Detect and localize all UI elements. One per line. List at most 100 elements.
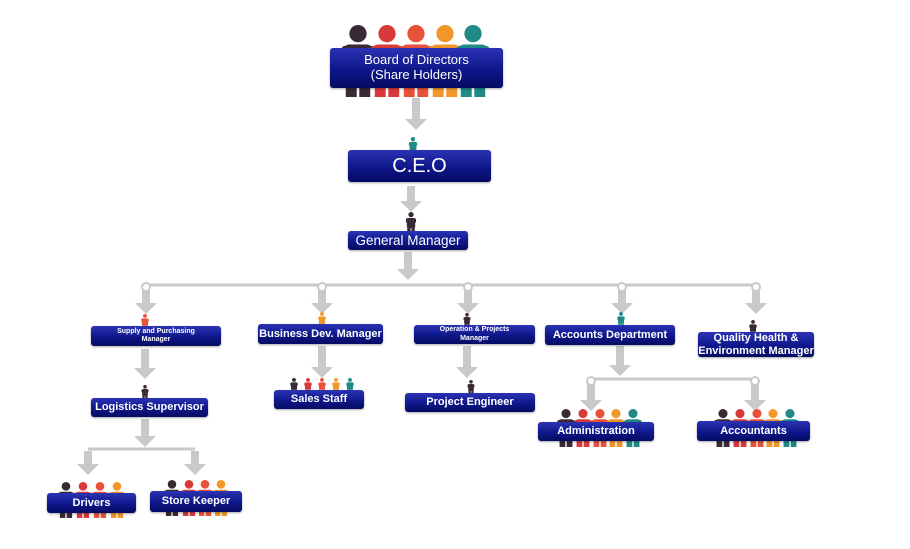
person-leg-icon: [626, 436, 633, 447]
person-head-icon: [465, 313, 469, 317]
person-head-icon: [785, 409, 795, 419]
person-head-icon: [292, 378, 296, 382]
node-sales-staff: Sales Staff: [274, 390, 364, 409]
person-head-icon: [768, 409, 778, 419]
person-leg-icon: [723, 436, 730, 447]
person-leg-icon: [773, 436, 780, 447]
node-label: Board of Directors (Share Holders): [364, 52, 469, 82]
person-head-icon: [112, 482, 122, 491]
arrow-down-icon: [580, 400, 602, 411]
person-leg-icon: [733, 436, 740, 447]
person-leg-icon: [59, 508, 66, 518]
arrow-down-icon: [134, 436, 156, 447]
person-head-icon: [320, 312, 324, 316]
node-general-manager: General Manager: [348, 231, 468, 250]
node-label: Accounts Department: [552, 328, 668, 341]
node-drivers: Drivers: [47, 493, 136, 513]
node-label: Supply and Purchasing Manager: [117, 327, 195, 343]
node-project-engineer: Project Engineer: [405, 393, 535, 412]
person-leg-icon: [559, 436, 566, 447]
arrow-down-icon: [457, 303, 479, 314]
person-leg-icon: [576, 436, 583, 447]
person-leg-icon: [83, 508, 90, 518]
person-head-icon: [167, 480, 177, 489]
node-label: Drivers: [72, 496, 111, 509]
arrow-shaft: [141, 349, 149, 368]
node-label: Administration: [557, 425, 635, 438]
arrow-shaft: [318, 290, 326, 303]
person-head-icon: [143, 385, 147, 389]
person-head-icon: [200, 480, 210, 489]
person-head-icon: [752, 409, 762, 419]
node-label: Store Keeper: [161, 495, 231, 508]
node-supply-purchasing-manager: Supply and Purchasing Manager: [91, 326, 221, 346]
person-head-icon: [348, 378, 352, 382]
person-shoulders-icon: [467, 384, 475, 388]
person-leg-icon: [100, 508, 107, 518]
person-leg-icon: [583, 436, 590, 447]
person-shoulders-icon: [405, 218, 417, 223]
node-quality-health-environment-manager: Quality Health & Environment Manager: [698, 332, 814, 357]
person-leg-icon: [757, 436, 764, 447]
person-head-icon: [407, 25, 425, 43]
person-shoulders-icon: [318, 382, 326, 386]
arrow-shaft: [141, 419, 149, 436]
node-operation-projects-manager: Operation & Projects Manager: [414, 325, 535, 344]
arrow-shaft: [616, 346, 624, 365]
arrow-shaft: [407, 186, 415, 201]
node-label: Project Engineer: [426, 396, 514, 409]
person-head-icon: [320, 378, 324, 382]
person-shoulders-icon: [304, 382, 312, 386]
arrow-down-icon: [135, 303, 157, 314]
arrow-down-icon: [745, 303, 767, 314]
arrow-shaft: [404, 252, 412, 269]
arrow-shaft: [142, 290, 150, 303]
person-head-icon: [184, 480, 194, 489]
node-administration: Administration: [538, 422, 654, 441]
person-leg-icon: [740, 436, 747, 447]
person-head-icon: [469, 380, 473, 384]
arrow-down-icon: [397, 269, 419, 280]
arrow-shaft: [618, 290, 626, 303]
node-board-of-directors: Board of Directors (Share Holders): [330, 48, 503, 88]
arrow-down-icon: [311, 367, 333, 378]
person-head-icon: [143, 314, 147, 318]
node-ceo: C.E.O: [348, 150, 491, 182]
person-leg-icon: [76, 508, 83, 518]
person-leg-icon: [616, 436, 623, 447]
person-icon: [467, 380, 475, 395]
arrow-shaft: [412, 98, 420, 119]
person-head-icon: [578, 409, 588, 419]
node-label: Sales Staff: [290, 393, 348, 406]
person-head-icon: [78, 482, 88, 491]
person-shoulders-icon: [141, 318, 149, 322]
person-head-icon: [619, 312, 623, 316]
arrow-shaft: [318, 346, 326, 367]
arrow-shaft: [191, 451, 199, 464]
arrow-down-icon: [400, 201, 422, 212]
person-icon: [141, 385, 149, 400]
arrow-down-icon: [456, 367, 478, 378]
person-leg-icon: [750, 436, 757, 447]
person-head-icon: [410, 137, 416, 142]
person-head-icon: [306, 378, 310, 382]
arrow-down-icon: [77, 464, 99, 475]
node-business-dev-manager: Business Dev. Manager: [258, 324, 383, 344]
person-head-icon: [216, 480, 226, 489]
person-leg-icon: [468, 390, 471, 395]
person-head-icon: [735, 409, 745, 419]
person-head-icon: [95, 482, 105, 491]
person-shoulders-icon: [408, 142, 418, 146]
person-leg-icon: [766, 436, 773, 447]
person-shoulders-icon: [463, 317, 471, 321]
person-head-icon: [595, 409, 605, 419]
arrow-down-icon: [609, 365, 631, 376]
arrow-down-icon: [134, 368, 156, 379]
person-leg-icon: [93, 508, 100, 518]
person-shoulders-icon: [749, 324, 757, 328]
arrow-shaft: [752, 290, 760, 303]
arrow-down-icon: [611, 303, 633, 314]
arrow-shaft: [463, 346, 471, 367]
person-leg-icon: [593, 436, 600, 447]
